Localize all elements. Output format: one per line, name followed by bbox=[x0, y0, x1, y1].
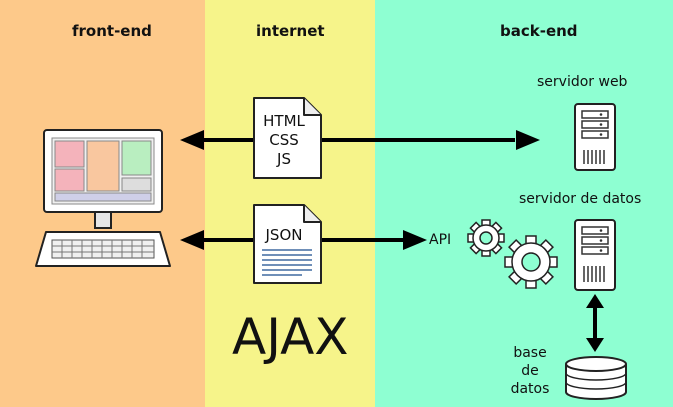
computer-icon bbox=[35, 129, 171, 267]
front-end-heading: front-end bbox=[72, 22, 152, 40]
internet-zone bbox=[205, 0, 375, 407]
html-exchange-arrow bbox=[180, 130, 540, 150]
large-gear-icon bbox=[504, 235, 558, 289]
data-server-label: servidor de datos bbox=[519, 191, 642, 207]
database-link-arrow bbox=[586, 294, 604, 352]
web-server-label: servidor web bbox=[537, 74, 628, 90]
data-server-icon bbox=[574, 219, 616, 291]
html-label: HTML bbox=[263, 112, 305, 130]
web-server-icon bbox=[574, 103, 616, 171]
json-document-icon bbox=[253, 204, 322, 284]
database-label-line-1: base bbox=[513, 345, 547, 361]
js-label: JS bbox=[277, 150, 291, 168]
database-label-line-2: de bbox=[521, 363, 539, 379]
database-label: base de datos bbox=[508, 344, 552, 398]
internet-heading: internet bbox=[256, 22, 325, 40]
html-css-js-document-icon bbox=[253, 97, 322, 179]
css-label: CSS bbox=[269, 131, 299, 149]
json-label: JSON bbox=[265, 226, 303, 244]
gear-icon bbox=[467, 219, 505, 257]
document-top-text: HTML CSS JS bbox=[254, 112, 314, 169]
database-icon bbox=[565, 356, 627, 400]
back-end-zone bbox=[375, 0, 673, 407]
back-end-heading: back-end bbox=[500, 22, 578, 40]
database-label-line-3: datos bbox=[510, 381, 550, 397]
api-label: API bbox=[429, 232, 452, 248]
ajax-title: AJAX bbox=[232, 308, 349, 366]
